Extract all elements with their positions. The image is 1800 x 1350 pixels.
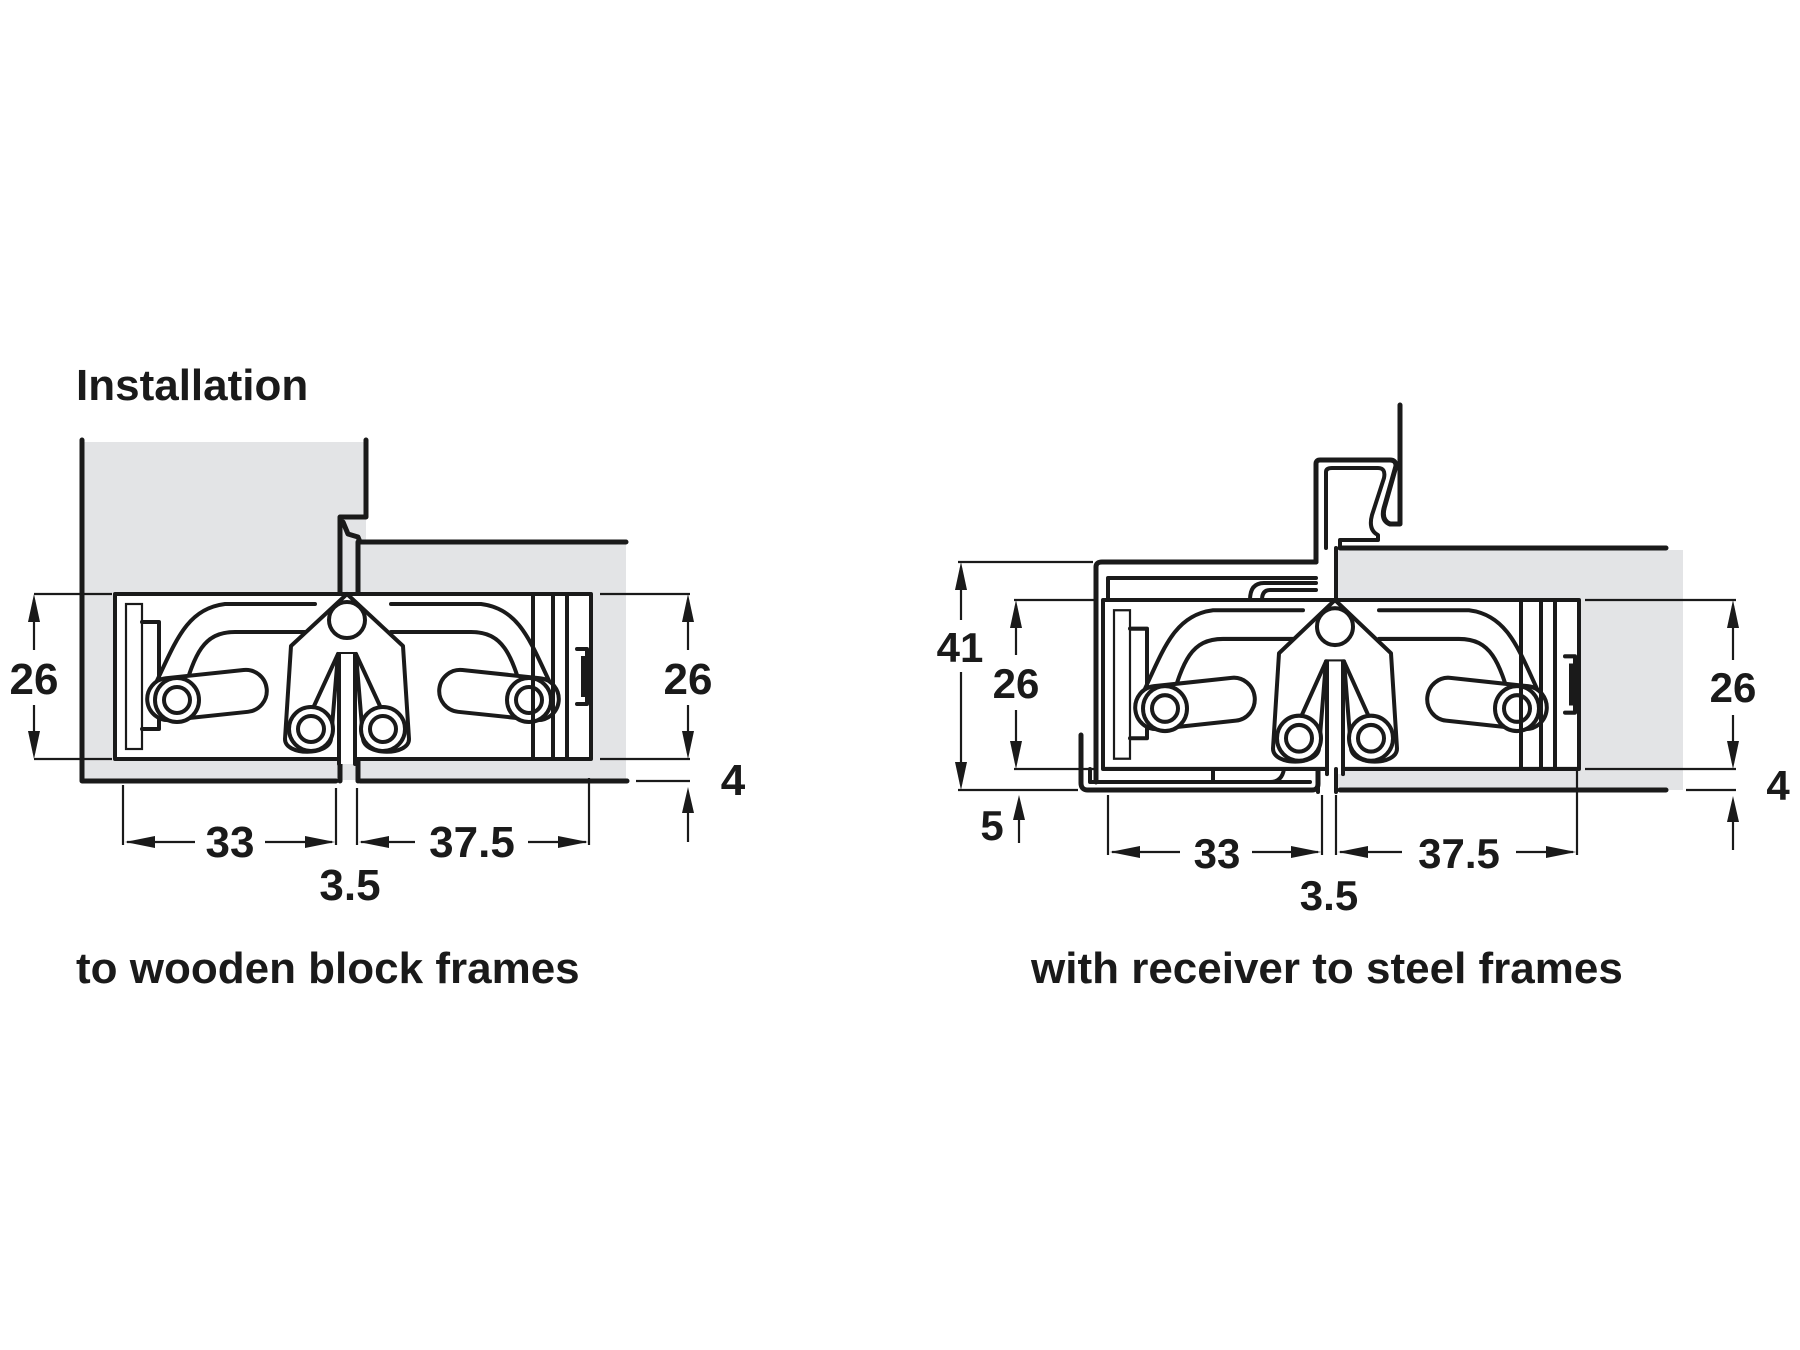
- caption-wooden-frames: to wooden block frames: [76, 944, 580, 993]
- hinge-body: [113, 592, 593, 766]
- dimension-width-right: 37.5: [355, 778, 591, 867]
- svg-text:33: 33: [206, 818, 255, 867]
- wooden-frame-diagram: 26 26 4 33: [10, 437, 746, 993]
- dimension-height-right: 26: [600, 592, 713, 761]
- svg-text:26: 26: [993, 660, 1040, 707]
- hinge-body-steel: [1103, 600, 1579, 774]
- svg-text:37.5: 37.5: [429, 818, 515, 867]
- receiver-box: [1093, 559, 1319, 785]
- dimension-offset-bottom: 4: [636, 756, 746, 842]
- dimension-height-left-steel: 26: [993, 598, 1098, 771]
- dimension-width-right-steel: 37.5: [1334, 770, 1579, 877]
- steel-frame-diagram: 41 26 26 4: [937, 402, 1790, 993]
- dimension-width-left: 33: [121, 785, 338, 867]
- svg-text:26: 26: [10, 655, 59, 704]
- svg-text:4: 4: [721, 756, 746, 805]
- frame-outline: [340, 519, 629, 545]
- page-title: Installation: [76, 361, 308, 410]
- dimension-height-right-steel: 26: [1585, 598, 1757, 771]
- svg-text:37.5: 37.5: [1418, 830, 1500, 877]
- svg-text:26: 26: [1710, 664, 1757, 711]
- svg-text:4: 4: [1766, 762, 1790, 809]
- door-outline: [79, 437, 339, 784]
- receiver-profile: [1313, 402, 1403, 565]
- dimension-offset-bottom-right-steel: 4: [1686, 762, 1790, 850]
- svg-text:33: 33: [1194, 830, 1241, 877]
- dimension-gap: 3.5: [319, 861, 380, 910]
- dimension-offset-bottom-left-steel: 5: [980, 795, 1025, 849]
- dimension-height-left: 26: [10, 592, 112, 761]
- svg-text:26: 26: [664, 655, 713, 704]
- dimension-height-total: 41: [937, 560, 1093, 792]
- svg-text:41: 41: [937, 624, 984, 671]
- dimension-gap-steel: 3.5: [1300, 872, 1358, 919]
- dimension-width-left-steel: 33: [1106, 795, 1324, 877]
- svg-text:5: 5: [980, 802, 1003, 849]
- caption-steel-frames: with receiver to steel frames: [1030, 944, 1623, 993]
